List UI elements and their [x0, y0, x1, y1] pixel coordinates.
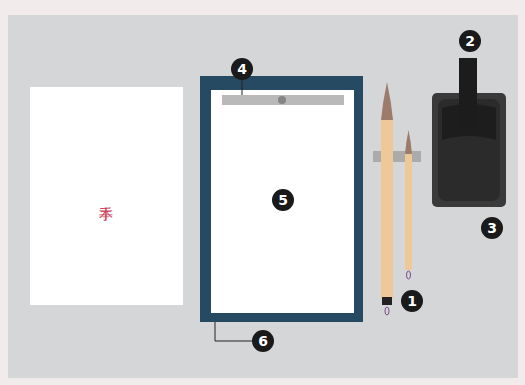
- paperweight-knob: [278, 96, 286, 104]
- desk-background: [8, 15, 518, 378]
- brush-handle: [405, 152, 412, 270]
- callout-circle: [481, 217, 503, 239]
- callout-number: 6: [252, 330, 274, 352]
- brush-rest: [373, 151, 421, 162]
- writing-board: [200, 76, 363, 322]
- paperweight: [222, 95, 344, 105]
- callout-number: 4: [231, 58, 253, 80]
- callout-number: 3: [481, 217, 503, 239]
- callout-circle: [459, 30, 481, 52]
- leader-line: [215, 322, 252, 341]
- callout-circle: [252, 330, 274, 352]
- brush-loop: [407, 271, 411, 279]
- copybook-sheet: 手本: [30, 87, 183, 305]
- brush-handle: [381, 118, 393, 298]
- callout-circle: [231, 58, 253, 80]
- ink-stick: [459, 58, 477, 128]
- leader-line: [242, 78, 243, 95]
- callout-number: 2: [459, 30, 481, 52]
- writing-paper: [211, 90, 354, 313]
- callout-number: 1: [401, 290, 423, 312]
- brush-tip: [381, 82, 393, 120]
- brush-cap: [382, 297, 392, 305]
- brush-tip: [405, 130, 412, 154]
- callout-circle: [272, 189, 294, 211]
- brush-loop: [385, 307, 389, 315]
- callout-number: 5: [272, 189, 294, 211]
- sheet-label: 手本: [99, 195, 115, 197]
- callout-circle: [401, 290, 423, 312]
